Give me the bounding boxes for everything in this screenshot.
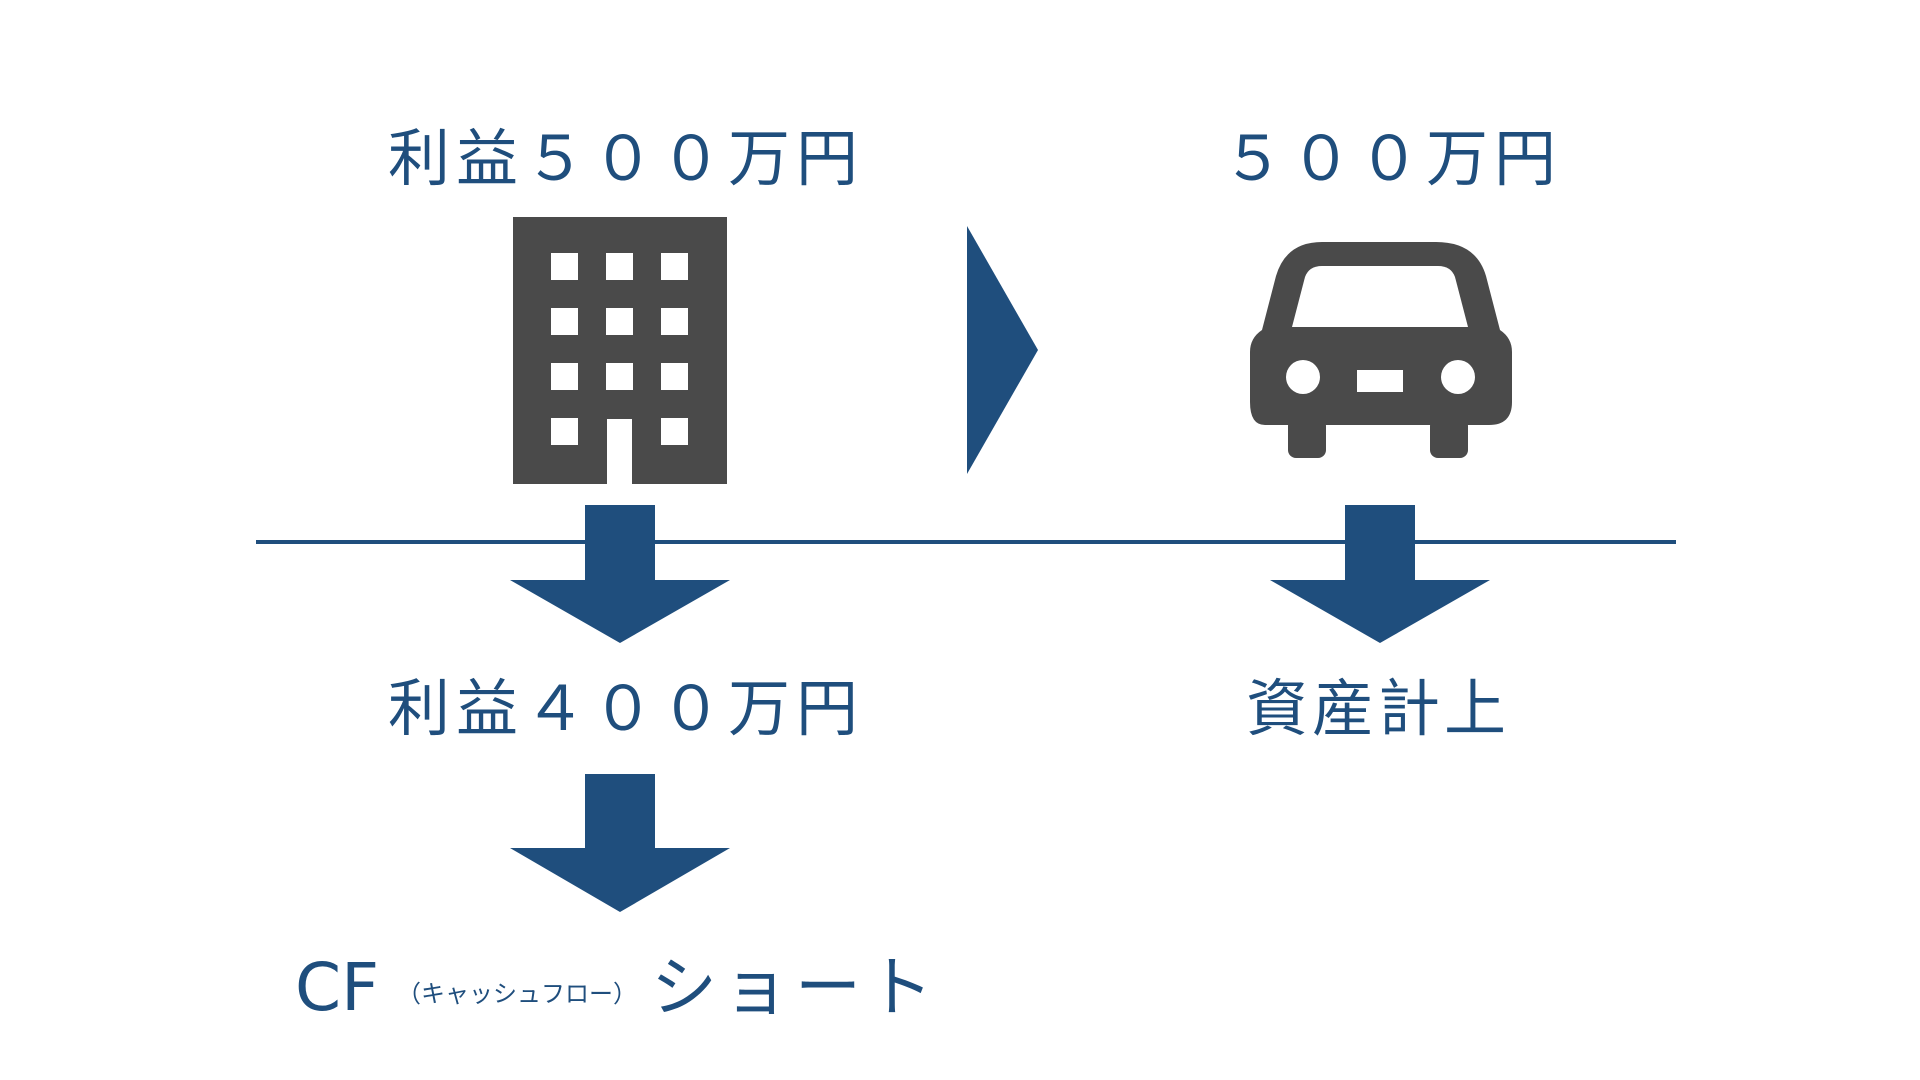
arrow-down-icon bbox=[1270, 505, 1490, 643]
building-icon bbox=[513, 217, 727, 484]
asset-recorded-label: 資産計上 bbox=[1246, 672, 1511, 745]
profit-before-label: 利益５００万円 bbox=[388, 122, 865, 195]
profit-after-label: 利益４００万円 bbox=[388, 672, 865, 745]
arrow-right-icon bbox=[967, 226, 1038, 474]
arrow-down-icon bbox=[510, 505, 730, 643]
cf-reading-note: （キャッシュフロー） bbox=[397, 980, 638, 1008]
cf-abbreviation: CF bbox=[295, 949, 380, 1026]
arrow-down-icon bbox=[510, 774, 730, 912]
car-icon bbox=[1250, 242, 1512, 458]
cf-result-text: ショート bbox=[651, 949, 940, 1026]
purchase-amount-label: ５００万円 bbox=[1222, 122, 1563, 195]
cash-flow-short-label: CF（キャッシュフロー）ショート bbox=[295, 955, 939, 1021]
